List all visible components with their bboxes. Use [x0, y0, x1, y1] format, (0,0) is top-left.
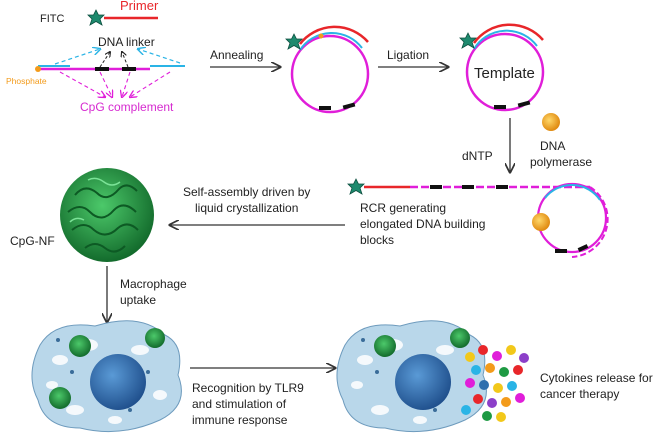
cpg-arrow-2 — [99, 71, 112, 97]
cytokines-label-2: cancer therapy — [540, 387, 619, 401]
dna-linker-label: DNA linker — [98, 35, 155, 49]
self-assembly-label-2: liquid crystallization — [195, 201, 298, 215]
fitc-star-icon — [87, 9, 105, 26]
recognition-label-1: Recognition by TLR9 — [192, 381, 304, 395]
cpg-segment-2 — [122, 67, 136, 71]
nucleus — [90, 354, 146, 410]
nanoflower-small-icon — [450, 328, 470, 348]
template-label: Template — [474, 65, 535, 82]
cpg-segment-1 — [95, 67, 109, 71]
nucleus — [395, 354, 451, 410]
template-circle — [465, 23, 545, 112]
cpg-arrow-3 — [122, 71, 131, 97]
cpg-arrow-4 — [130, 71, 171, 97]
self-assembly-label-1: Self-assembly driven by — [183, 185, 310, 199]
nanoflower-small-icon — [69, 335, 91, 357]
nanoflower-small-icon — [374, 335, 396, 357]
recognition-label-3: immune response — [192, 413, 288, 427]
phosphate-label: Phosphate — [6, 76, 47, 86]
annealed-circle — [290, 25, 370, 114]
fitc-star-icon — [347, 178, 365, 195]
rcr-label-3: blocks — [360, 233, 394, 247]
nanoflower-small-icon — [49, 387, 71, 409]
macrophage-label-2: uptake — [120, 293, 156, 307]
black-arrow-2 — [122, 52, 129, 68]
dna-polymerase-label-2: polymerase — [530, 155, 592, 169]
recognition-label-2: and stimulation of — [192, 397, 287, 411]
dna-polymerase-label-1: DNA — [540, 139, 565, 153]
cytokine-particles — [461, 345, 529, 422]
cpg-nf-label: CpG-NF — [10, 234, 55, 248]
black-arrow-1 — [99, 52, 110, 68]
cytokines-label-1: Cytokines release for — [540, 371, 653, 385]
ligation-label: Ligation — [387, 48, 429, 62]
dna-polymerase-icon — [532, 213, 550, 231]
fitc-star-icon — [285, 33, 303, 50]
linker-arrow-left — [54, 49, 100, 65]
fitc-label: FITC — [40, 13, 64, 25]
primer-label: Primer — [120, 0, 159, 13]
phosphate-dot — [35, 66, 41, 72]
linker-arrow-right — [138, 49, 181, 64]
dna-polymerase-icon — [542, 113, 560, 131]
rcr-label-2: elongated DNA building — [360, 217, 485, 231]
nanoflower-small-icon — [145, 328, 165, 348]
rcr-label-1: RCR generating — [360, 201, 446, 215]
macrophage-label-1: Macrophage — [120, 277, 187, 291]
cpg-nanoflower-icon — [60, 168, 154, 262]
fitc-label-group: FITC — [40, 13, 64, 25]
dntp-label: dNTP — [462, 149, 493, 163]
cpg-arrow-1 — [59, 71, 105, 97]
cpg-complement-label: CpG complement — [80, 100, 174, 114]
annealing-label: Annealing — [210, 48, 263, 62]
fitc-star-icon — [459, 32, 477, 49]
